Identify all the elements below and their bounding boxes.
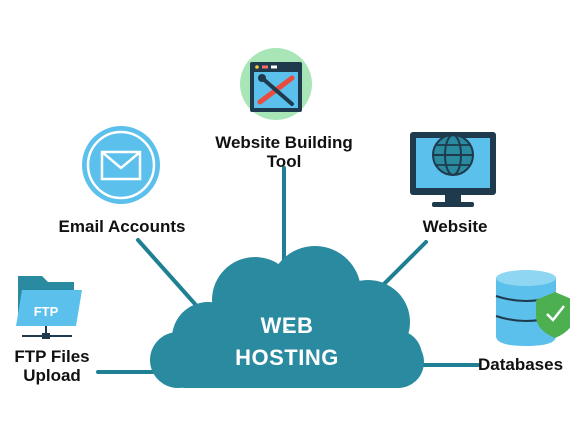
databases-label: Databases [478, 355, 564, 374]
monitor-globe-icon [410, 132, 496, 207]
connector-email [136, 238, 197, 306]
tool-line2: Tool [266, 152, 302, 171]
label-website: Website [405, 217, 505, 236]
website-label: Website [422, 217, 488, 236]
label-databases: Databases [478, 355, 570, 374]
cloud-shape [150, 246, 424, 388]
ftp-folder-icon: FTP [16, 272, 82, 339]
center-title: WEB HOSTING [222, 312, 352, 372]
ftp-line2: Upload [23, 366, 81, 385]
ftp-line1: FTP Files [14, 347, 90, 366]
email-envelope-icon [82, 126, 160, 204]
label-ftp-files-upload: FTP Files Upload [4, 347, 100, 385]
database-shield-icon [495, 270, 570, 346]
label-website-building-tool: Website Building Tool [200, 133, 368, 171]
label-email-accounts: Email Accounts [42, 217, 202, 236]
email-label: Email Accounts [58, 217, 186, 236]
tool-line1: Website Building [215, 133, 353, 152]
tools-window-icon [240, 48, 312, 120]
center-line1: WEB [260, 313, 314, 338]
center-line2: HOSTING [235, 345, 339, 370]
ftp-folder-text: FTP [34, 304, 59, 319]
